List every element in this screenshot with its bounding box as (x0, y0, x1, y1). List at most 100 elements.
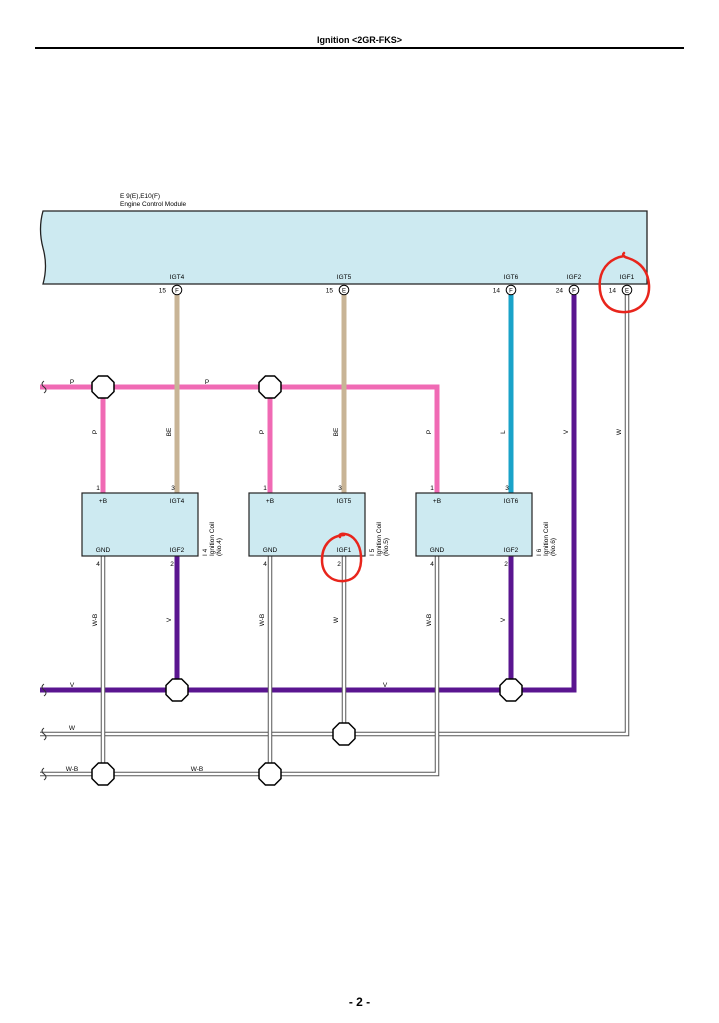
ecm-name: Engine Control Module (120, 201, 187, 208)
wire-label-l: L (500, 430, 507, 434)
wire-group-tan (174, 295, 347, 493)
coil-name: Ignition Coil (376, 521, 383, 556)
coil-pin-num: 4 (96, 561, 100, 568)
wire-color-labels: P BE P BE P L V W W-B V W-B W W-B V (92, 427, 623, 626)
coil-pin-num: 2 (337, 561, 341, 568)
coil-pin-label: IGF2 (504, 547, 519, 554)
coil-pin-label: +B (433, 498, 441, 505)
junction-v-1 (165, 678, 189, 702)
annotation-circle-igf1-coil (320, 532, 363, 583)
wire-group-pink (40, 384, 440, 493)
wire-label-p: P (259, 430, 266, 434)
ecm-box (39, 210, 648, 285)
coil-id: I 6 (536, 548, 543, 556)
coil-id: I 5 (369, 548, 376, 556)
wire-group-purple (40, 295, 577, 693)
coil-pin-num: 3 (505, 485, 509, 492)
title-rule (35, 47, 684, 49)
junction-p-1 (91, 375, 115, 399)
coil-pin-label: IGT5 (337, 498, 352, 505)
junction-p-2 (258, 375, 282, 399)
coil-pin-num: 4 (263, 561, 267, 568)
wire-label-p: P (426, 430, 433, 434)
wire-group-wb (40, 556, 440, 777)
wire-group-white (40, 295, 630, 737)
coil-name: Ignition Coil (209, 521, 216, 556)
wire-w-igf1 (40, 295, 629, 736)
coil-pin-label: IGT6 (504, 498, 519, 505)
wire-label-be: BE (333, 427, 340, 436)
ecm-pins: IGT4 15 F IGT5 15 E IGT6 14 F IGF2 24 F … (159, 274, 635, 296)
ecm-pin-number: 14 (493, 288, 501, 295)
page-title: Ignition <2GR-FKS> (316, 35, 402, 45)
ecm-pin-number: 14 (609, 288, 617, 295)
ecm-connector-letter: F (572, 288, 576, 294)
bus-label-p: P (205, 379, 209, 386)
ecm-connector-letter: F (175, 288, 179, 294)
wire-label-w: W (616, 428, 623, 435)
ignition-coil-6: 1 3 +B IGT6 GND IGF2 4 2 I 6 Ignition Co… (415, 485, 557, 568)
junction-wb-2 (258, 762, 282, 786)
ecm-pin-name: IGF2 (567, 274, 582, 281)
coil-pin-label: GND (96, 547, 111, 554)
coil-pin-num: 1 (263, 485, 267, 492)
coil-pin-num: 2 (170, 561, 174, 568)
junction-w-1 (332, 722, 356, 746)
wire-label-v: V (166, 617, 173, 622)
bus-labels: P P V V W W-B W-B (66, 379, 388, 773)
bus-label-w: W (69, 725, 76, 732)
coil-pin-num: 3 (338, 485, 342, 492)
ecm-connector-circle (568, 284, 580, 296)
coil-pin-label: IGT4 (170, 498, 185, 505)
coil-pin-num: 1 (430, 485, 434, 492)
coil-pin-label: IGF1 (337, 547, 352, 554)
coil-pin-num: 2 (504, 561, 508, 568)
ignition-coil-5: 1 3 +B IGT5 GND IGF1 4 2 I 5 Ignition Co… (248, 485, 390, 568)
wire-label-v: V (500, 617, 507, 622)
wire-label-w: W (333, 616, 340, 623)
wire-label-wb: W-B (259, 614, 266, 627)
wire-label-wb: W-B (92, 614, 99, 627)
page-number: - 2 - (348, 995, 371, 1009)
bus-label-wb: W-B (66, 766, 79, 773)
ecm-connectors: E 9(E),E10(F) (120, 193, 160, 200)
coil-name: Ignition Coil (543, 521, 550, 556)
coil-pin-label: +B (266, 498, 274, 505)
coil-number: (No.5) (383, 538, 390, 556)
ecm-pin-name: IGF1 (620, 274, 635, 281)
bus-label-p: P (70, 379, 74, 386)
coil-pin-num: 1 (96, 485, 100, 492)
ecm-connector-letter: E (342, 288, 346, 294)
wire-label-v: V (563, 429, 570, 434)
coil-pin-label: +B (99, 498, 107, 505)
coil-pin-label: IGF2 (170, 547, 185, 554)
coil-id: I 4 (202, 548, 209, 556)
ecm-pin-number: 24 (556, 288, 564, 295)
ecm-connector-circle (505, 284, 517, 296)
bus-label-v: V (70, 682, 75, 689)
ignition-coil-4: 1 3 +B IGT4 GND IGF2 4 2 I 4 Ignition Co… (81, 485, 223, 568)
ecm-connector-letter: E (625, 288, 629, 294)
ecm-connector-letter: F (509, 288, 513, 294)
wire-label-be: BE (166, 427, 173, 436)
coil-number: (No.6) (550, 538, 557, 556)
junction-wb-1 (91, 762, 115, 786)
wire-wb-bus (40, 556, 439, 776)
ecm-pin-name: IGT5 (337, 274, 352, 281)
wire-label-wb: W-B (426, 614, 433, 627)
ecm-pin-number: 15 (159, 288, 167, 295)
coil-number: (No.4) (216, 538, 223, 556)
ecm-pin-name: IGT4 (170, 274, 185, 281)
ecm-connector-circle (171, 284, 183, 296)
bus-label-v: V (383, 682, 388, 689)
wire-label-p: P (92, 430, 99, 434)
annotation-circle-igf1-ecm (598, 251, 651, 314)
break-marks (41, 380, 47, 781)
ecm-pin-name: IGT6 (504, 274, 519, 281)
junctions (91, 375, 523, 786)
ecm-connector-circle (338, 284, 350, 296)
coil-pin-label: GND (263, 547, 278, 554)
coil-pin-num: 3 (171, 485, 175, 492)
ecm-pin-number: 15 (326, 288, 334, 295)
